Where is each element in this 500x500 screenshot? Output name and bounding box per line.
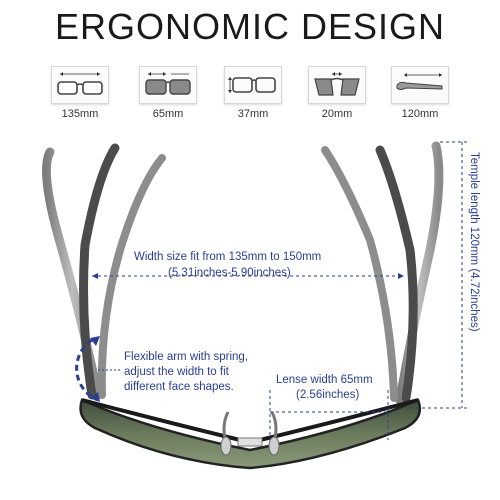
spec-front-width: 135mm [46, 66, 114, 120]
lens-width-note: Lense width 65mm (2.56inches) [276, 373, 373, 403]
lens-width-dimension [269, 390, 389, 440]
width-note: Width size fit from 135mm to 150mm [134, 250, 321, 265]
right-temple-arms [321, 141, 444, 405]
temple-length-note: Temple length 120mm (4.72inches) [468, 152, 480, 332]
spec-label: 20mm [321, 108, 353, 120]
width-note-line2: (5.31inches-5.90inches) [168, 267, 291, 279]
left-temple-arms [41, 143, 166, 400]
spec-label: 65mm [152, 108, 184, 120]
temple-length-dimension [410, 141, 468, 409]
frame-front [79, 398, 422, 470]
spec-label: 120mm [401, 108, 439, 120]
lens-width-line2: (2.56inches) [296, 389, 360, 401]
flex-arrow-icon [75, 336, 120, 402]
flex-arm-line2: adjust the width to fit [124, 366, 229, 378]
flex-arm-note: Flexible arm with spring, adjust the wid… [124, 350, 248, 395]
lens-width-line1: Lense width 65mm [276, 374, 373, 386]
front-width-icon [51, 66, 109, 104]
spec-lens-height: 37mm [219, 66, 287, 120]
spec-temple-length: 120mm [386, 66, 454, 120]
spec-lens-width: 65mm [134, 66, 202, 120]
spec-label: 37mm [237, 108, 269, 120]
bridge-width-icon [308, 66, 366, 104]
lens-height-icon [224, 66, 282, 104]
width-note-imperial: (5.31inches-5.90inches) [168, 266, 291, 281]
nose-pads [220, 411, 280, 456]
spec-bridge-width: 20mm [303, 66, 371, 120]
spec-label: 135mm [61, 108, 99, 120]
flex-arm-line1: Flexible arm with spring, [124, 351, 248, 363]
width-note-line1: Width size fit from 135mm to 150mm [134, 251, 322, 263]
temple-length-icon [391, 66, 449, 104]
width-dimension-line [92, 273, 404, 279]
lens-width-icon [139, 66, 197, 104]
page-title: ERGONOMIC DESIGN [54, 6, 446, 47]
flex-arm-line3: different face shapes. [124, 381, 234, 393]
